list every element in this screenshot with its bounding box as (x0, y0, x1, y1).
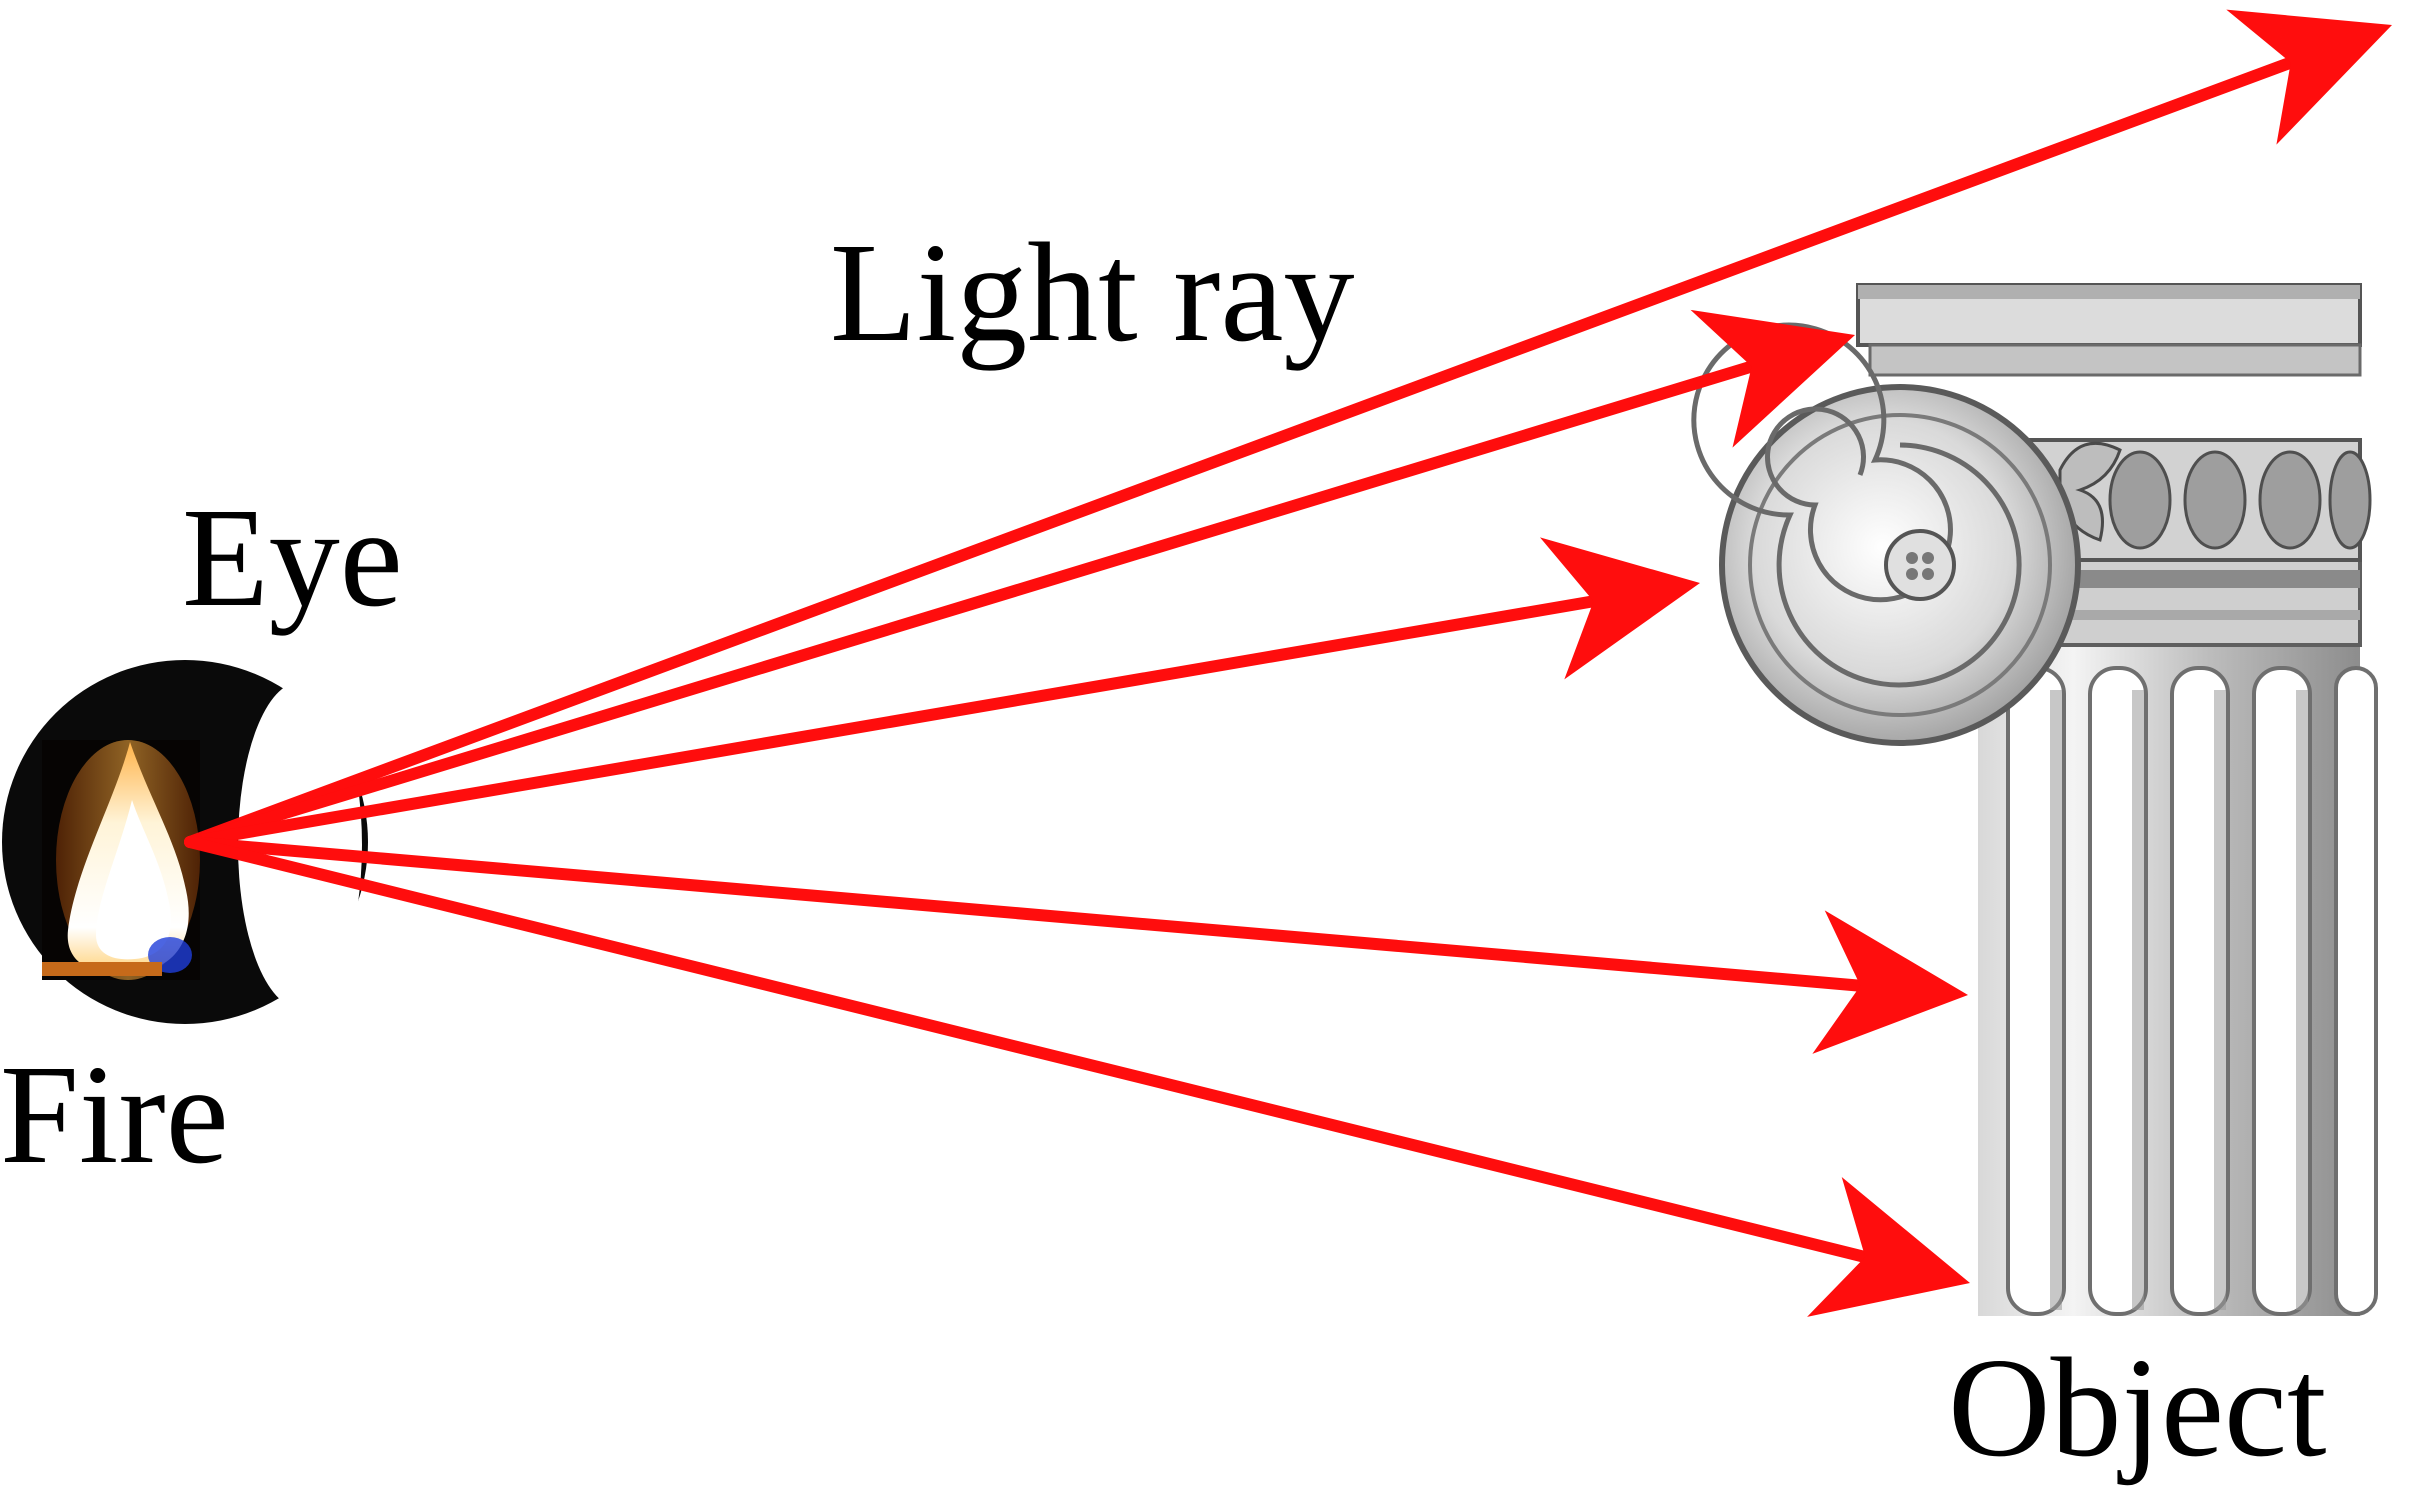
ray-arrowhead (1807, 1177, 1970, 1317)
light-ray-4 (184, 836, 1968, 1054)
object-column (1691, 283, 2378, 1316)
eye-label: Eye (182, 478, 403, 636)
ray-arrowhead (2226, 9, 2392, 145)
object-label: Object (1948, 1328, 2327, 1486)
eye-lens (238, 682, 362, 1008)
ray-arrowhead (1539, 537, 1700, 680)
light-ray-1 (184, 9, 2392, 848)
light-ray-5 (184, 836, 1970, 1317)
ray-line (184, 836, 1867, 992)
ray-arrowhead (1690, 309, 1855, 448)
ray-arrowhead (1812, 910, 1968, 1054)
fire-label: Fire (0, 1035, 229, 1193)
light-rays (184, 9, 2392, 1317)
ray-line (184, 360, 1758, 848)
light-ray-2 (184, 309, 1855, 848)
ray-line (184, 836, 1872, 1264)
flame-icon (42, 740, 200, 980)
light-ray-3 (184, 537, 1700, 848)
ray-line (184, 56, 2297, 848)
light-ray-label: Light ray (830, 213, 1354, 371)
ray-line (184, 595, 1600, 848)
